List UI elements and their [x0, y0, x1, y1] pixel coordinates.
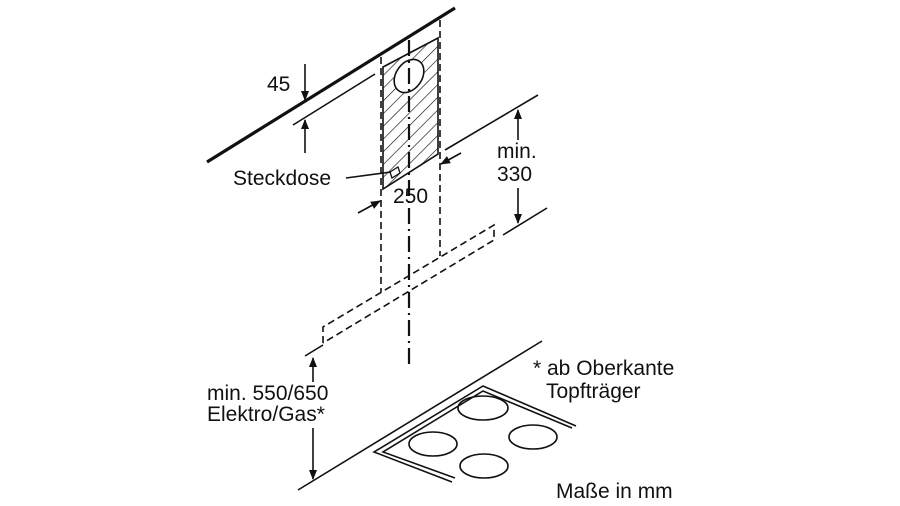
- note-line1: * ab Oberkante: [533, 357, 674, 380]
- dim-550-label-line1: min. 550/650: [207, 382, 328, 405]
- burner: [508, 424, 558, 450]
- dim-45-reference-line: [292, 73, 376, 126]
- dim-330-upper-line: [444, 94, 539, 151]
- dim-550-reference-line: [304, 344, 324, 357]
- dim-330-lower-line: [502, 207, 548, 236]
- burner: [408, 431, 458, 457]
- dim-550-label-line2: Elektro/Gas*: [207, 403, 325, 426]
- socket-icon: [389, 166, 401, 179]
- socket-leader-line: [345, 171, 392, 179]
- dim-250-arrow-left: [357, 200, 381, 214]
- dim-330-label-line2: 330: [497, 163, 532, 186]
- dim-45-label: 45: [267, 73, 290, 96]
- dim-330-label-line1: min.: [497, 140, 537, 163]
- cooktop: [372, 385, 577, 483]
- socket-label: Steckdose: [233, 167, 331, 190]
- ceiling-line: [206, 6, 456, 164]
- dim-250-label: 250: [393, 185, 428, 208]
- hood-outline: [322, 223, 495, 344]
- burner: [459, 453, 509, 479]
- burner: [457, 395, 509, 421]
- worktop-line: [297, 340, 543, 491]
- dim-250-arrow-right: [440, 152, 462, 165]
- note-line2: Topfträger: [546, 380, 641, 403]
- units-label: Maße in mm: [556, 480, 673, 503]
